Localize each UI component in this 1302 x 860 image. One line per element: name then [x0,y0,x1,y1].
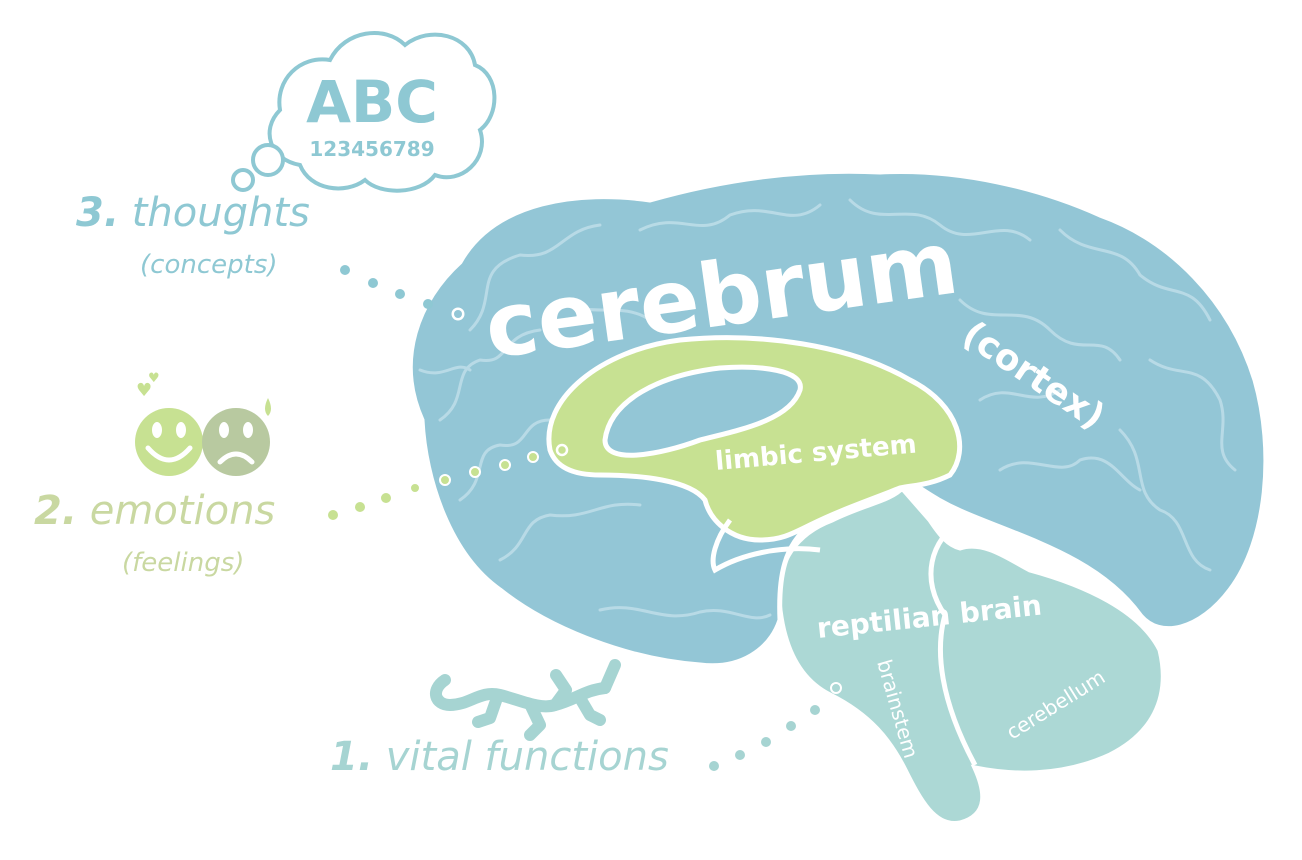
thought-cloud-icon [231,31,497,193]
svg-text:♥: ♥ [136,380,152,401]
emotions-leader [328,443,569,520]
vital-number: 1. [330,734,374,780]
emotions-number: 2. [34,488,78,534]
thoughts-subtitle: (concepts) [140,250,278,280]
limbic-system-region [546,335,963,574]
cortex-gyri [418,198,1237,620]
emotions-subtitle: (feelings) [122,548,245,578]
vital-title: vital functions [385,734,669,780]
cerebellum-divider [928,517,978,767]
limbic-ventricle [602,364,803,458]
thoughts-number: 3. [76,190,120,236]
lizard-icon [430,659,621,741]
thoughts-leader [340,265,465,321]
smiley-happy-icon: ♥ ♥ [135,371,203,476]
thought-cloud-letters: ABC [306,68,438,136]
thoughts-title: thoughts [131,190,310,236]
emotions-label: 2. emotions [34,488,275,534]
svg-text:♥: ♥ [148,371,160,386]
smiley-sad-icon [202,398,271,476]
vital-leader [709,682,842,771]
vital-label: 1. vital functions [330,734,669,780]
thought-cloud-digits: 123456789 [309,137,434,161]
emotions-title: emotions [89,488,276,534]
limbic-stem-left [710,518,821,574]
thoughts-label: 3. thoughts [76,190,310,236]
